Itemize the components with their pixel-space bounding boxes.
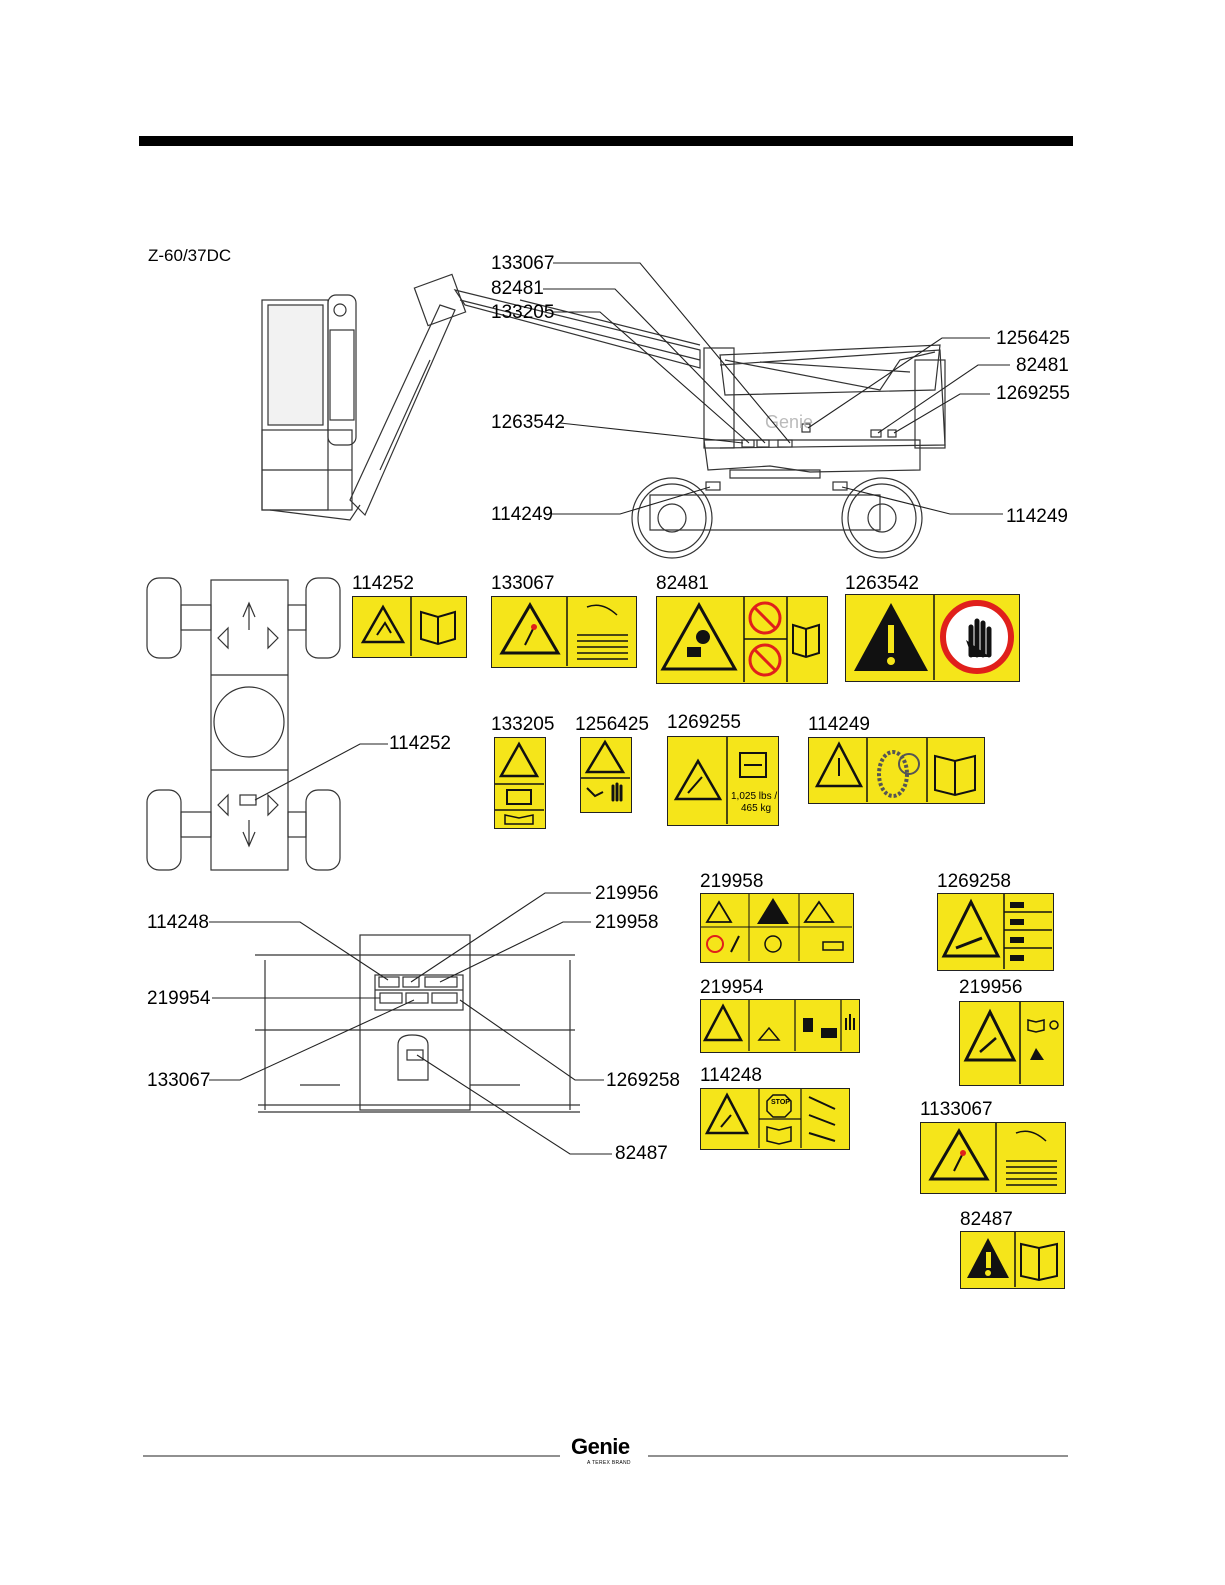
wind-load-icon <box>701 1000 858 1051</box>
decal-1256425 <box>580 737 632 813</box>
callout-82487: 82487 <box>615 1144 668 1164</box>
decal-219954 <box>700 999 860 1053</box>
callout-133067-platform: 133067 <box>147 1071 210 1091</box>
decal-133067 <box>491 596 637 668</box>
decal-82487 <box>960 1231 1065 1289</box>
callout-219956: 219956 <box>595 884 658 904</box>
slope-warning-icon <box>938 894 1052 969</box>
counterweight-icon <box>730 745 780 785</box>
callout-219954: 219954 <box>147 989 210 1009</box>
decal-1269258 <box>937 893 1054 971</box>
decal-title-1263542: 1263542 <box>845 574 919 594</box>
decal-114248: STOP <box>700 1088 850 1150</box>
callout-1269255: 1269255 <box>996 384 1070 404</box>
tip-over-icon <box>668 737 728 824</box>
decal-219956 <box>959 1001 1064 1086</box>
multi-warning-icon <box>701 894 852 961</box>
hand-crush-icon <box>581 738 630 811</box>
read-manual-icon <box>961 1232 1063 1287</box>
tire-warning-icon <box>809 738 983 802</box>
decal-219958 <box>700 893 854 963</box>
battery-hazard-icon <box>657 597 826 682</box>
callout-1256425: 1256425 <box>996 329 1070 349</box>
warning-triangle-icon <box>921 1123 1064 1192</box>
decal-title-219954: 219954 <box>700 978 763 998</box>
battery-warning-icon <box>495 738 544 827</box>
callout-114249: 114249 <box>491 505 553 525</box>
decal-title-1256425: 1256425 <box>575 715 649 735</box>
callout-1263542: 1263542 <box>491 413 565 433</box>
decal-title-1269258: 1269258 <box>937 872 1011 892</box>
callout-219958: 219958 <box>595 913 658 933</box>
decal-1269255: 1,025 lbs / 465 kg <box>667 736 779 826</box>
decal-1263542 <box>845 594 1020 682</box>
decal-title-1269255: 1269255 <box>667 713 741 733</box>
platform-view <box>255 935 580 1112</box>
decal-title-133067: 133067 <box>491 574 554 594</box>
callout-114248: 114248 <box>147 913 209 933</box>
lightning-warning-icon <box>960 1002 1062 1084</box>
callout-82481: 82481 <box>491 279 544 299</box>
decal-114249 <box>808 737 985 804</box>
decal-title-133205: 133205 <box>491 715 554 735</box>
callout-133067: 133067 <box>491 254 554 274</box>
decal-title-114248: 114248 <box>700 1066 762 1086</box>
callout-114252: 114252 <box>389 734 451 754</box>
decal-133205 <box>494 737 546 829</box>
decal-title-82481: 82481 <box>656 574 709 594</box>
decal-title-114252: 114252 <box>352 574 414 594</box>
warning-triangle-icon <box>353 597 465 656</box>
warning-triangle-icon <box>492 597 635 666</box>
decal-title-219958: 219958 <box>700 872 763 892</box>
leader-lines <box>209 263 1010 1154</box>
crush-hazard-icon <box>701 1089 848 1148</box>
callout-114249-right: 114249 <box>1006 507 1068 527</box>
decal-title-82487: 82487 <box>960 1210 1013 1230</box>
genie-logo: Genie <box>571 1434 630 1460</box>
stop-sign-text: STOP <box>771 1099 790 1106</box>
decal-title-1133067: 1133067 <box>920 1100 993 1120</box>
weight-lbs: 1,025 lbs / <box>731 791 777 802</box>
callout-1269258: 1269258 <box>606 1071 680 1091</box>
chassis-view <box>147 578 340 870</box>
side-view-machine: Genie <box>262 274 945 558</box>
decal-title-219956: 219956 <box>959 978 1022 998</box>
stop-hand-icon <box>846 595 1018 680</box>
callout-82481-right: 82481 <box>1016 356 1069 376</box>
decal-114252 <box>352 596 467 658</box>
weight-kg: 465 kg <box>741 803 771 814</box>
decal-1133067 <box>920 1122 1066 1194</box>
callout-133205: 133205 <box>491 303 554 323</box>
brand-subtitle: A TEREX BRAND <box>587 1460 631 1466</box>
decal-82481 <box>656 596 828 684</box>
decal-title-114249: 114249 <box>808 715 870 735</box>
